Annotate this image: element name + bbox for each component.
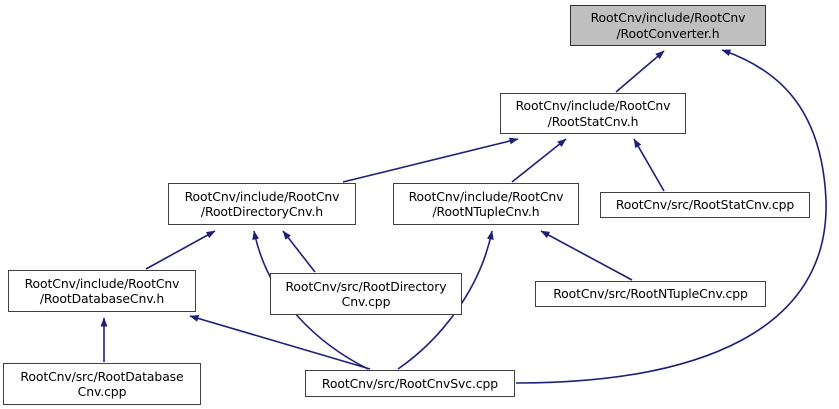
edge-rootstatcnv-cpp-to-rootstatcnv-h	[633, 138, 665, 192]
node-label: RootCnv/include/RootCnv /RootDatabaseCnv…	[24, 275, 180, 307]
node-label: RootCnv/include/RootCnv /RootDirectoryCn…	[184, 188, 340, 220]
node-label: RootCnv/src/RootNTupleCnv.cpp	[553, 286, 748, 302]
edge-rootntuplecnv-cpp-to-rootntuplecnv-h	[540, 230, 633, 281]
edge-rootcnvsvc-cpp-to-rootdatabasecnv-h	[189, 315, 371, 370]
node-rootdirectorycnv-h[interactable]: RootCnv/include/RootCnv /RootDirectoryCn…	[168, 183, 356, 225]
node-rootdatabasecnv-cpp[interactable]: RootCnv/src/RootDatabase Cnv.cpp	[3, 363, 201, 405]
node-label: RootCnv/include/RootCnv /RootStatCnv.h	[515, 98, 671, 129]
node-label: RootCnv/src/RootStatCnv.cpp	[615, 197, 795, 213]
edge-rootdirectorycnv-h-to-rootstatcnv-h	[342, 137, 519, 183]
edge-rootdatabasecnv-h-to-rootdirectorycnv-h	[145, 230, 216, 270]
node-rootdirectorycnv-cpp[interactable]: RootCnv/src/RootDirectory Cnv.cpp	[270, 273, 462, 315]
node-rootconverter-h[interactable]: RootCnv/include/RootCnv /RootConverter.h	[570, 5, 766, 46]
node-rootcnvsvc-cpp[interactable]: RootCnv/src/RootCnvSvc.cpp	[305, 370, 515, 397]
node-rootstatcnv-cpp[interactable]: RootCnv/src/RootStatCnv.cpp	[600, 192, 810, 218]
node-rootntuplecnv-cpp[interactable]: RootCnv/src/RootNTupleCnv.cpp	[535, 281, 766, 307]
node-label: RootCnv/src/RootCnvSvc.cpp	[321, 375, 499, 391]
node-label: RootCnv/src/RootDatabase Cnv.cpp	[20, 368, 184, 400]
edge-rootdirectorycnv-cpp-to-rootdirectorycnv-h	[282, 230, 316, 273]
edge-rootntuplecnv-h-to-rootstatcnv-h	[511, 138, 567, 183]
node-rootstatcnv-h[interactable]: RootCnv/include/RootCnv /RootStatCnv.h	[500, 93, 686, 134]
node-rootdatabasecnv-h[interactable]: RootCnv/include/RootCnv /RootDatabaseCnv…	[8, 270, 196, 312]
node-label: RootCnv/include/RootCnv /RootConverter.h	[590, 10, 746, 41]
edge-rootcnvsvc-cpp-to-rootconverter-h	[515, 49, 827, 384]
node-rootntuplecnv-h[interactable]: RootCnv/include/RootCnv /RootNTupleCnv.h	[393, 183, 579, 225]
edge-rootcnvsvc-cpp-to-rootdirectorycnv-h	[252, 230, 369, 370]
node-label: RootCnv/src/RootDirectory Cnv.cpp	[285, 278, 447, 310]
node-label: RootCnv/include/RootCnv /RootNTupleCnv.h	[408, 188, 564, 220]
edge-rootstatcnv-h-to-rootconverter-h	[615, 50, 665, 93]
